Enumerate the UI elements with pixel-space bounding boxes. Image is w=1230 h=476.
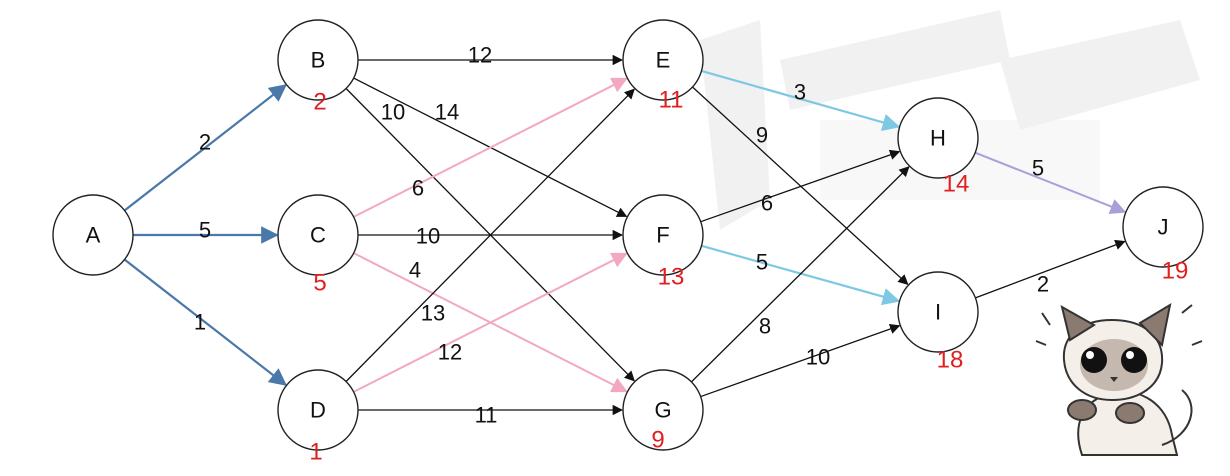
node-label-e: E [656, 48, 671, 73]
edge-g-i [700, 324, 901, 398]
node-value-b: 2 [313, 89, 326, 116]
edge-weight-a-b: 2 [199, 130, 211, 155]
node-label-h: H [930, 126, 946, 151]
edge-weight-h-j: 5 [1032, 156, 1044, 181]
edge-c-e [353, 77, 628, 218]
node-circle-d [277, 369, 359, 451]
node-value-j: 19 [1162, 258, 1189, 285]
edge-weight-c-f: 10 [416, 224, 440, 249]
node-value-i: 18 [937, 347, 964, 374]
node-b: B2 [277, 19, 359, 116]
edge-e-i [692, 86, 909, 286]
node-label-b: B [311, 48, 326, 73]
node-value-e: 11 [659, 87, 684, 114]
node-h: H 14 [897, 97, 979, 198]
edge-weight-f-h: 6 [761, 191, 773, 216]
node-circle-a [52, 194, 134, 276]
node-label-f: F [656, 223, 669, 248]
node-label-c: C [310, 223, 326, 248]
edge-a-b [123, 84, 288, 212]
edge-weight-b-e: 12 [468, 43, 492, 68]
edge-f-h [700, 149, 901, 223]
node-label-a: A [86, 223, 101, 248]
node-label-i: I [935, 300, 941, 325]
node-circle-e [622, 19, 704, 101]
edge-weight-d-e: 13 [421, 301, 445, 326]
node-e: E 11 [622, 19, 704, 114]
edge-a-d [123, 258, 288, 386]
edge-weight-g-h: 8 [759, 314, 771, 339]
node-circle-c [277, 194, 359, 276]
node-label-j: J [1158, 215, 1169, 240]
node-circle-g [622, 369, 704, 451]
node-circle-f [622, 194, 704, 276]
edge-weight-c-g: 4 [409, 258, 421, 283]
node-label-g: G [654, 398, 671, 423]
edge-weight-a-c: 5 [199, 218, 211, 243]
edge-d-f [353, 252, 628, 393]
node-j: J 19 [1122, 186, 1204, 285]
edge-g-h [690, 166, 910, 383]
node-circle-j [1122, 186, 1204, 268]
node-a: A [52, 194, 134, 276]
edge-weight-d-g: 11 [475, 403, 498, 428]
node-f: F 13 [622, 194, 704, 291]
node-circle-i [897, 271, 979, 353]
edge-e-h [701, 69, 901, 131]
edge-d-e [345, 88, 635, 382]
node-d: D1 [277, 369, 359, 466]
edge-i-j [975, 239, 1126, 299]
edge-weight-g-i: 10 [806, 345, 830, 370]
cat-sticker-icon [1035, 302, 1203, 456]
edge-weight-b-f: 14 [435, 100, 459, 125]
node-circle-h [897, 97, 979, 179]
node-value-f: 13 [658, 264, 685, 291]
edge-weight-e-h: 3 [794, 80, 806, 105]
node-label-d: D [310, 398, 326, 423]
node-value-h: 14 [943, 171, 970, 198]
node-c: C5 [277, 194, 359, 297]
watermark-glyph [700, 10, 1200, 230]
edge-weight-f-i: 5 [756, 250, 768, 275]
edge-weight-i-j: 2 [1037, 272, 1049, 297]
node-g: G9 [622, 369, 704, 454]
edge-h-j [974, 151, 1127, 215]
node-circle-b [277, 19, 359, 101]
edge-weight-a-d: 1 [194, 310, 206, 335]
node-value-g: 9 [651, 427, 664, 454]
edge-weight-b-g: 10 [381, 100, 405, 125]
node-value-d: 1 [309, 439, 322, 466]
edge-weight-c-e: 6 [412, 176, 424, 201]
node-i: I 18 [897, 271, 979, 374]
edge-f-i [701, 244, 901, 306]
edge-weight-d-f: 12 [438, 340, 462, 365]
node-value-c: 5 [313, 270, 326, 297]
edges-layer [123, 54, 1127, 416]
edge-weight-e-i: 9 [756, 123, 768, 148]
